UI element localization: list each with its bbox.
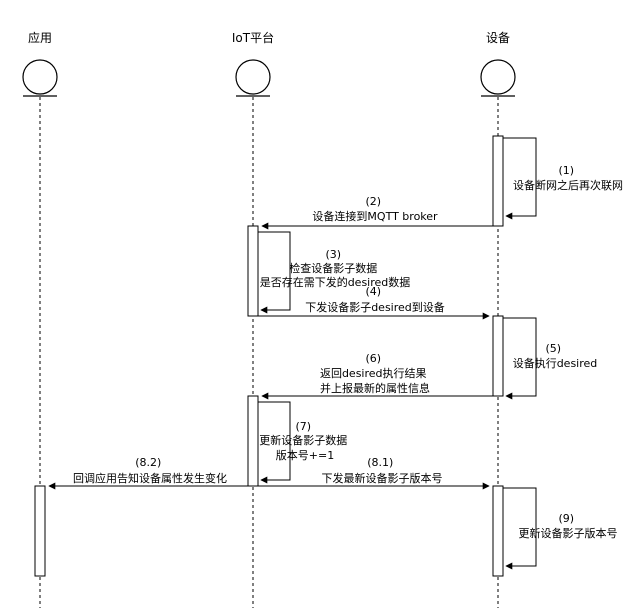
participant-head-iot: [235, 59, 271, 97]
message-7-arrow: [258, 401, 291, 484]
participant-title-app: 应用: [28, 30, 52, 45]
message-9-label: (9) 更新设备影子版本号: [519, 512, 618, 540]
activation-device-1: [492, 135, 504, 227]
message-3-label: (3) 检查设备影子数据 是否存在需下发的desired数据: [260, 248, 411, 289]
message-7-label: (7) 更新设备影子数据 版本号+=1: [259, 420, 351, 462]
activation-app-1: [34, 485, 46, 577]
participant-title-device: 设备: [486, 31, 510, 45]
message-8-2-label: (8.2) 回调应用告知设备属性发生变化: [73, 456, 227, 485]
message-4-label: (4) 下发设备影子desired到设备: [305, 285, 445, 314]
message-2-label: (2) 设备连接到MQTT broker: [312, 195, 438, 223]
message-5-label: (5) 设备执行desired: [513, 342, 598, 370]
activation-device-3: [492, 485, 504, 577]
message-1-arrow: [503, 137, 537, 220]
message-8-1-label: (8.1) 下发最新设备影子版本号: [322, 456, 443, 485]
activation-device-2: [492, 315, 504, 397]
message-5-arrow: [503, 317, 537, 400]
message-1-label: (1) 设备断网之后再次联网: [513, 164, 623, 192]
activation-iot-1: [247, 225, 259, 317]
message-6-label: (6) 返回desired执行结果 并上报最新的属性信息: [320, 352, 430, 395]
message-9-arrow: [503, 487, 537, 570]
message-3-arrow: [258, 231, 291, 314]
participant-head-device: [480, 59, 516, 97]
participant-head-app: [22, 59, 58, 97]
participant-title-iot: IoT平台: [232, 30, 274, 45]
activation-iot-2: [247, 395, 259, 487]
